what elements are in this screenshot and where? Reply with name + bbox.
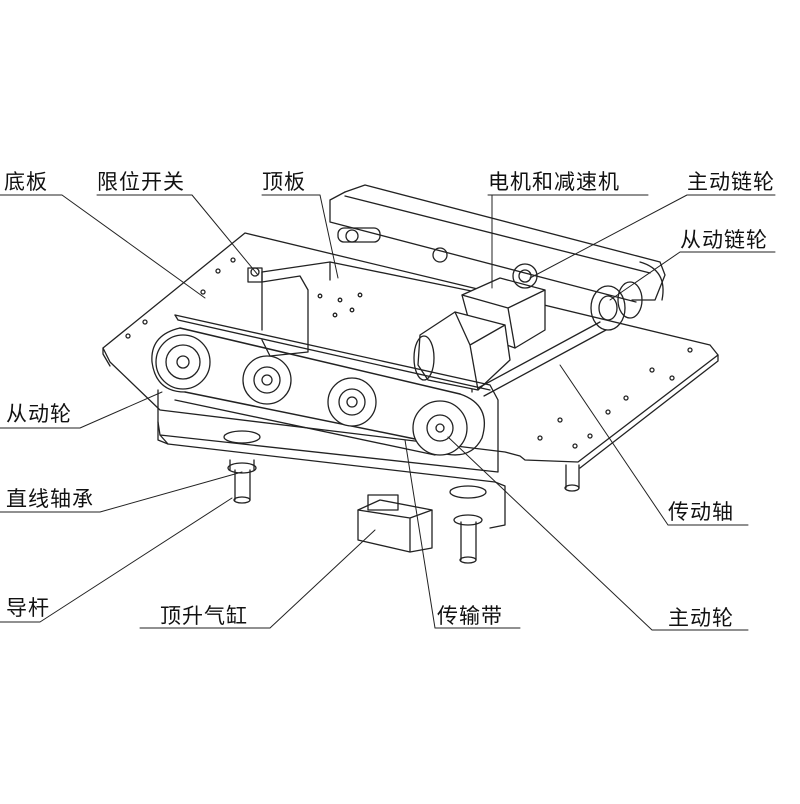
label-bottom-plate: 底板 bbox=[4, 170, 48, 194]
driven-roller bbox=[155, 334, 211, 390]
limit-switch bbox=[247, 267, 309, 357]
conveyor-belt bbox=[151, 327, 486, 456]
idler-roller-2 bbox=[327, 377, 377, 427]
label-lift-cylinder: 顶升气缸 bbox=[160, 604, 248, 628]
guide-rod-right bbox=[459, 521, 477, 564]
label-motor-and-reducer: 电机和减速机 bbox=[488, 170, 620, 194]
bottom-plate bbox=[102, 232, 719, 469]
drive-roller bbox=[412, 400, 468, 456]
guide-rod-left bbox=[233, 469, 251, 504]
label-limit-switch: 限位开关 bbox=[97, 170, 185, 194]
rear-rail bbox=[329, 184, 666, 303]
drive-sprocket bbox=[512, 263, 538, 289]
label-top-plate: 顶板 bbox=[262, 170, 306, 194]
motor-and-reducer bbox=[413, 277, 546, 391]
guide-rod-rear bbox=[564, 464, 580, 492]
label-drive-shaft: 传动轴 bbox=[668, 500, 734, 524]
label-drive-roller: 主动轮 bbox=[668, 606, 734, 630]
label-guide-rod: 导杆 bbox=[6, 596, 50, 620]
label-conveyor-belt: 传输带 bbox=[437, 604, 503, 628]
label-driven-sprocket: 从动链轮 bbox=[680, 228, 768, 252]
label-linear-bearing: 直线轴承 bbox=[6, 487, 94, 511]
label-drive-sprocket: 主动链轮 bbox=[687, 170, 775, 194]
leader-lines bbox=[0, 194, 776, 631]
linear-bearing-left bbox=[223, 430, 261, 474]
linear-bearing-right bbox=[449, 485, 487, 526]
drive-shaft bbox=[477, 321, 607, 397]
lift-cylinder bbox=[357, 494, 433, 553]
idler-roller-1 bbox=[242, 355, 292, 405]
label-driven-roller: 从动轮 bbox=[6, 402, 72, 426]
driven-sprocket bbox=[590, 281, 643, 331]
